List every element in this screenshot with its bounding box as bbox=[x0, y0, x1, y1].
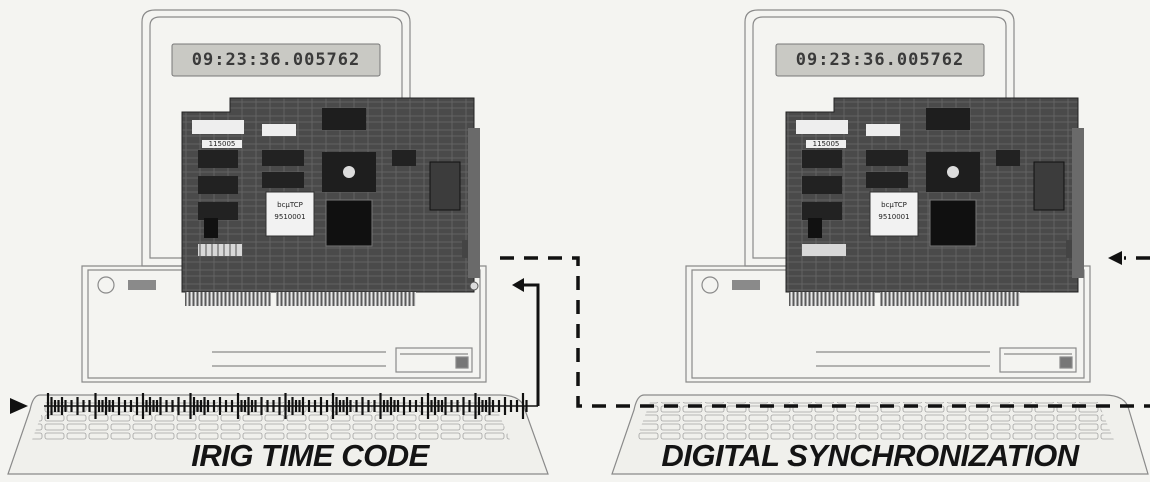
irig-input-arrow-icon bbox=[10, 398, 28, 414]
left-pcb-board bbox=[182, 98, 480, 306]
irig-time-code-caption: IRIG TIME CODE bbox=[110, 436, 510, 476]
irig-board-arrow-icon bbox=[512, 278, 524, 292]
right-chip-label-line1: bcμTCP bbox=[870, 200, 918, 210]
right-drive-light bbox=[732, 280, 760, 290]
right-board-serial: 115005 bbox=[806, 139, 846, 149]
left-chip-label-line1: bcμTCP bbox=[266, 200, 314, 210]
left-chip-label-line2: 9510001 bbox=[266, 212, 314, 222]
digital-synchronization-caption: DIGITAL SYNCHRONIZATION bbox=[640, 436, 1100, 476]
left-drive-light bbox=[128, 280, 156, 290]
right-pcb-board bbox=[786, 98, 1084, 306]
left-clock-readout: 09:23:36.005762 bbox=[172, 45, 380, 75]
left-board-serial: 115005 bbox=[202, 139, 242, 149]
right-clock-readout: 09:23:36.005762 bbox=[776, 45, 984, 75]
sync-board-arrow-icon bbox=[1108, 251, 1122, 265]
right-chip-label-line2: 9510001 bbox=[870, 212, 918, 222]
left-power-button bbox=[98, 277, 114, 293]
right-power-button bbox=[702, 277, 718, 293]
